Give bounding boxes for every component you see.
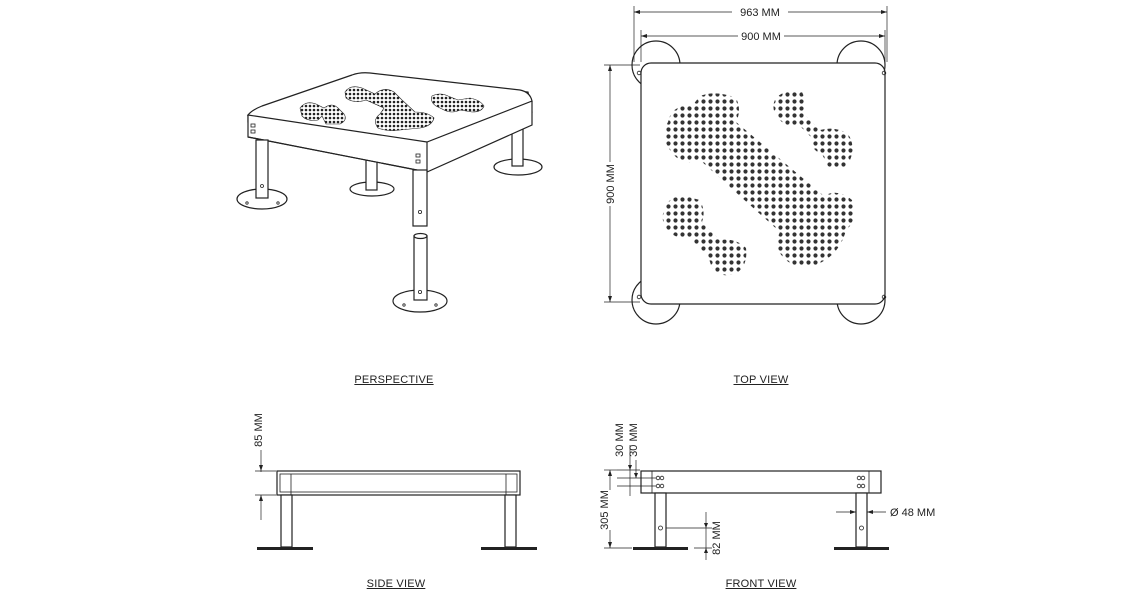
perforated-bone-bottom-left <box>662 196 747 276</box>
caption-front-view: FRONT VIEW <box>725 578 797 590</box>
front-leg-left <box>654 492 667 548</box>
perspective-top <box>246 72 533 173</box>
front-view-drawing: 30 MM 30 MM 305 MM 82 MM Ø 48 MM <box>599 423 935 560</box>
front-middle-leg-attached <box>412 169 428 227</box>
dim-lower-bolt-height: 82 MM <box>711 521 723 555</box>
caption-side-view: SIDE VIEW <box>366 578 426 590</box>
dim-leg-diameter: Ø 48 MM <box>890 507 935 519</box>
top-view-drawing: 963 MM 900 MM 900 MM <box>604 6 888 325</box>
caption-perspective: PERSPECTIVE <box>354 374 434 386</box>
front-frame <box>640 470 882 494</box>
front-left-leg <box>236 139 288 210</box>
perspective-drawing <box>236 72 543 313</box>
dim-bolt-spacing-1: 30 MM <box>614 423 626 457</box>
dim-top-depth: 900 MM <box>605 164 617 204</box>
dim-leg-height: 305 MM <box>599 490 611 530</box>
dim-frame-height: 85 MM <box>253 413 265 447</box>
front-leg-right <box>855 492 868 548</box>
dim-overall-width: 963 MM <box>740 7 780 19</box>
perforated-bone-top-right <box>773 90 853 169</box>
perforated-bone-large <box>664 93 854 268</box>
side-frame <box>276 470 521 496</box>
dim-top-width: 900 MM <box>741 31 781 43</box>
side-leg-right <box>504 494 517 548</box>
back-left-leg <box>349 159 395 197</box>
side-leg-left <box>280 494 293 548</box>
dim-bolt-spacing-2: 30 MM <box>628 423 640 457</box>
back-right-leg <box>493 119 543 176</box>
caption-top-view: TOP VIEW <box>733 374 789 386</box>
exploded-leg <box>392 232 448 313</box>
side-view-drawing: 85 MM <box>253 413 537 550</box>
